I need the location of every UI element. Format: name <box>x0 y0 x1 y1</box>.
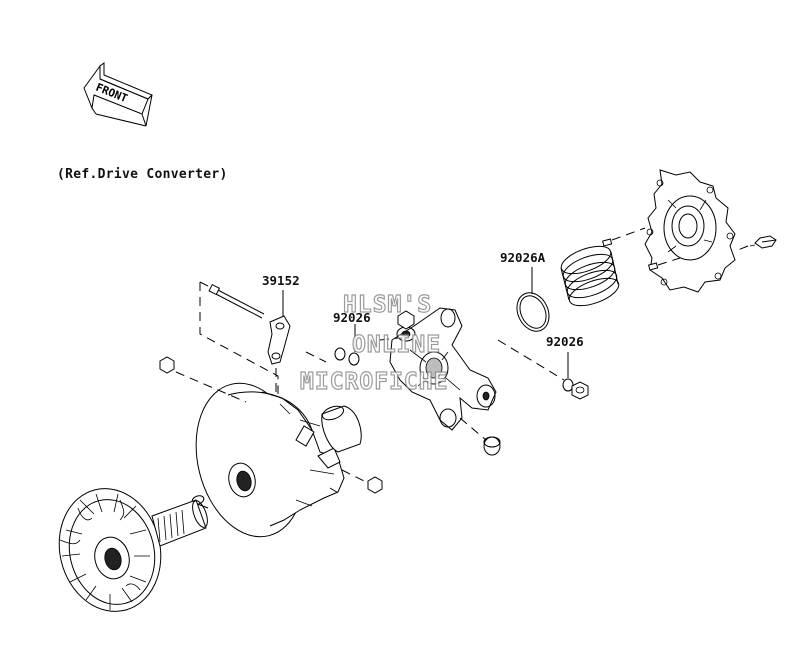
right-nut <box>571 381 589 400</box>
ring-92026a <box>516 292 550 332</box>
weight-arm-39152 <box>267 315 291 365</box>
label-92026-right: 92026 <box>546 334 584 349</box>
weight-pin <box>208 283 265 319</box>
front-direction-arrow-icon: FRONT <box>83 62 153 127</box>
spider-arm-assembly <box>389 307 497 431</box>
watermark: HLSM'S ONLINE MICROFICHE <box>299 291 448 395</box>
spider-nut <box>397 310 415 330</box>
compression-spring <box>560 245 620 307</box>
watermark-line-2: ONLINE <box>352 332 441 358</box>
label-92026a: 92026A <box>500 250 546 265</box>
cover-pins <box>602 238 659 271</box>
watermark-line-3: MICROFICHE <box>300 369 448 395</box>
washer-92026-left <box>334 347 360 366</box>
movable-sheave <box>195 382 345 538</box>
watermark-line-1: HLSM'S <box>343 292 432 318</box>
left-nut <box>159 356 175 374</box>
drive-shaft <box>151 499 208 547</box>
spider-bushing <box>483 436 501 456</box>
cover-bolt <box>749 235 777 249</box>
lower-nut <box>367 476 383 494</box>
sheave-bushing <box>321 405 362 453</box>
reference-note: (Ref.Drive Converter) <box>57 167 228 182</box>
converter-cover-plate <box>644 169 736 293</box>
label-92026-left: 92026 <box>333 310 371 325</box>
fixed-sheave-fan <box>58 488 162 612</box>
label-39152: 39152 <box>262 273 300 288</box>
